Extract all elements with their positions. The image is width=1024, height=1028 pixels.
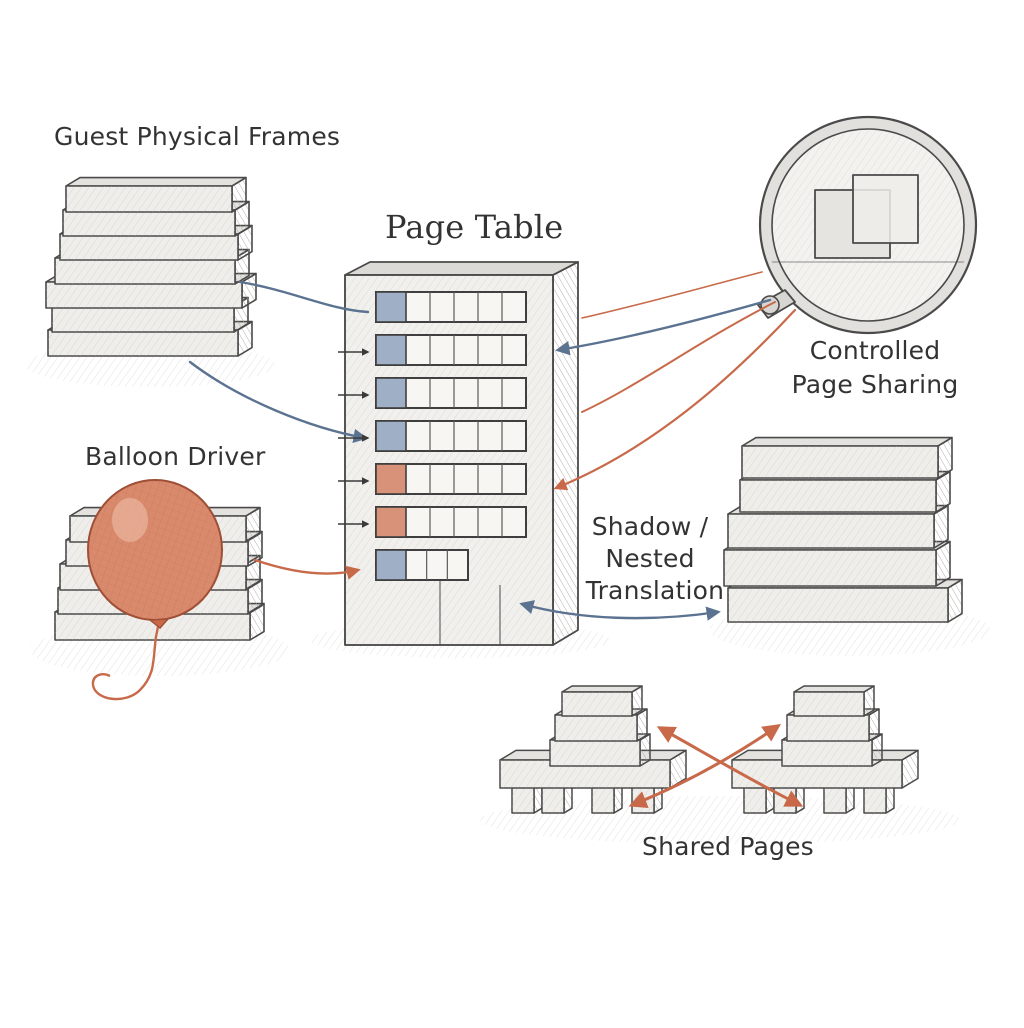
shadow-label-line2: Nested [605,544,695,573]
guest-to-table-arrow-1 [238,280,370,314]
page-block [561,685,643,717]
guest-frame-slab [45,272,257,309]
platform-leg [863,779,895,814]
shared-pages-right-stack [731,685,919,814]
page-table-entry [375,291,527,323]
balloon-to-table-arrow [253,558,361,580]
page-table-entry [375,549,469,581]
shadow-label-line1: Shadow / [591,512,709,541]
shared-pages-arrow-2 [628,723,781,809]
magnifier-to-table-blue-arrow [555,298,772,356]
balloon-driver-label: Balloon Driver [85,442,266,471]
magnifier-to-table-orange-1 [581,301,776,413]
shadow-translation-arrow [519,600,721,621]
guest-to-table-arrow-2 [188,360,368,444]
host-memory-slab [727,578,963,623]
controlled-page-sharing-label-line2: Page Sharing [791,370,959,399]
page-table-entry [375,506,527,538]
magnifier-to-table-orange-arrow [553,308,797,491]
guest-physical-frames-stack [45,176,257,357]
page-table-entry [375,463,527,495]
page-table-entries [375,291,527,581]
shared-pages-left-stack [499,685,687,814]
balloon-icon [87,479,223,701]
guest-physical-frames-label: Guest Physical Frames [54,122,341,151]
magnifier-icon [757,115,978,335]
page-table-entry [375,334,527,366]
page-table-label: Page Table [385,208,564,246]
shared-pages-label: Shared Pages [642,832,814,861]
host-memory-stack [723,436,963,623]
magnifier-to-table-line-top [581,271,763,319]
controlled-page-sharing-label-line1: Controlled [809,336,941,365]
host-memory-slab [723,540,951,587]
guest-frame-slab [65,176,247,213]
page-table-input-arrows [338,348,370,528]
page-table-entry [375,377,527,409]
page-table-entry [375,420,527,452]
host-memory-slab [741,436,953,479]
shadow-label-line3: Translation [585,576,725,605]
connectors [188,271,804,809]
page-block [793,685,875,717]
